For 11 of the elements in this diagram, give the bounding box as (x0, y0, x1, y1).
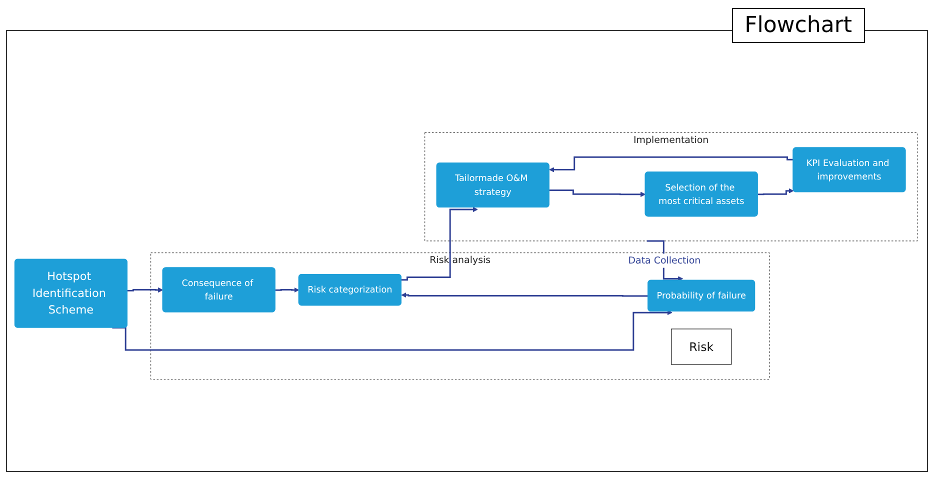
arrow (112, 310, 672, 351)
diagram-title: Flowchart (732, 8, 865, 43)
arrow (401, 206, 478, 281)
arrow (401, 292, 648, 298)
arrow (275, 287, 300, 293)
arrow (127, 287, 164, 293)
arrow (758, 188, 794, 196)
arrow (549, 190, 646, 197)
node-box: Risk (671, 328, 732, 365)
edge-label: Data Collection (628, 254, 701, 266)
arrow (549, 156, 794, 172)
